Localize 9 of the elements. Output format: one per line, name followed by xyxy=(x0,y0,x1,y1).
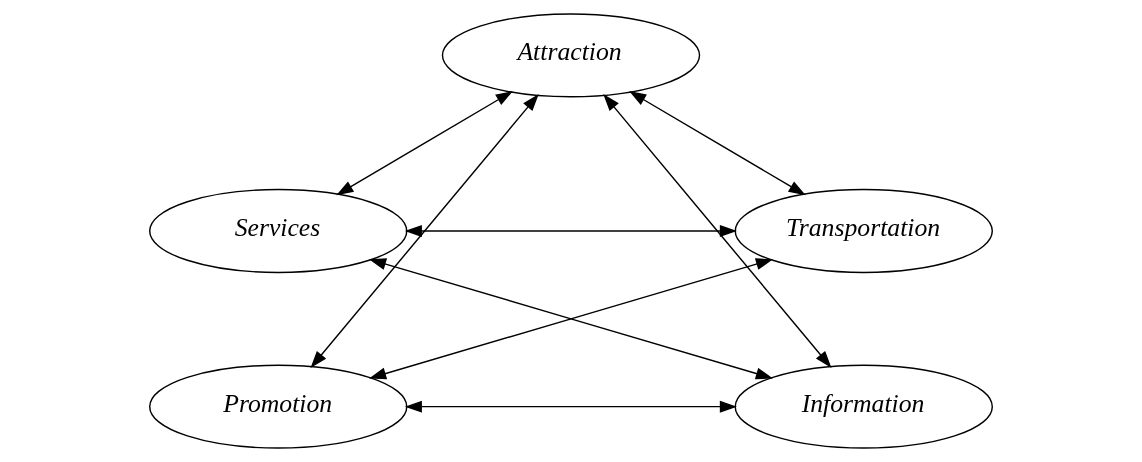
arrow xyxy=(603,94,832,368)
arrow xyxy=(404,400,737,413)
node-ellipse: Attraction xyxy=(441,13,701,98)
node-ellipse: Transportation xyxy=(734,188,993,274)
arrow xyxy=(629,91,806,196)
arrow xyxy=(336,91,513,196)
arrow xyxy=(404,225,737,237)
arrow xyxy=(310,94,539,368)
node-ellipse: Services xyxy=(149,188,408,274)
